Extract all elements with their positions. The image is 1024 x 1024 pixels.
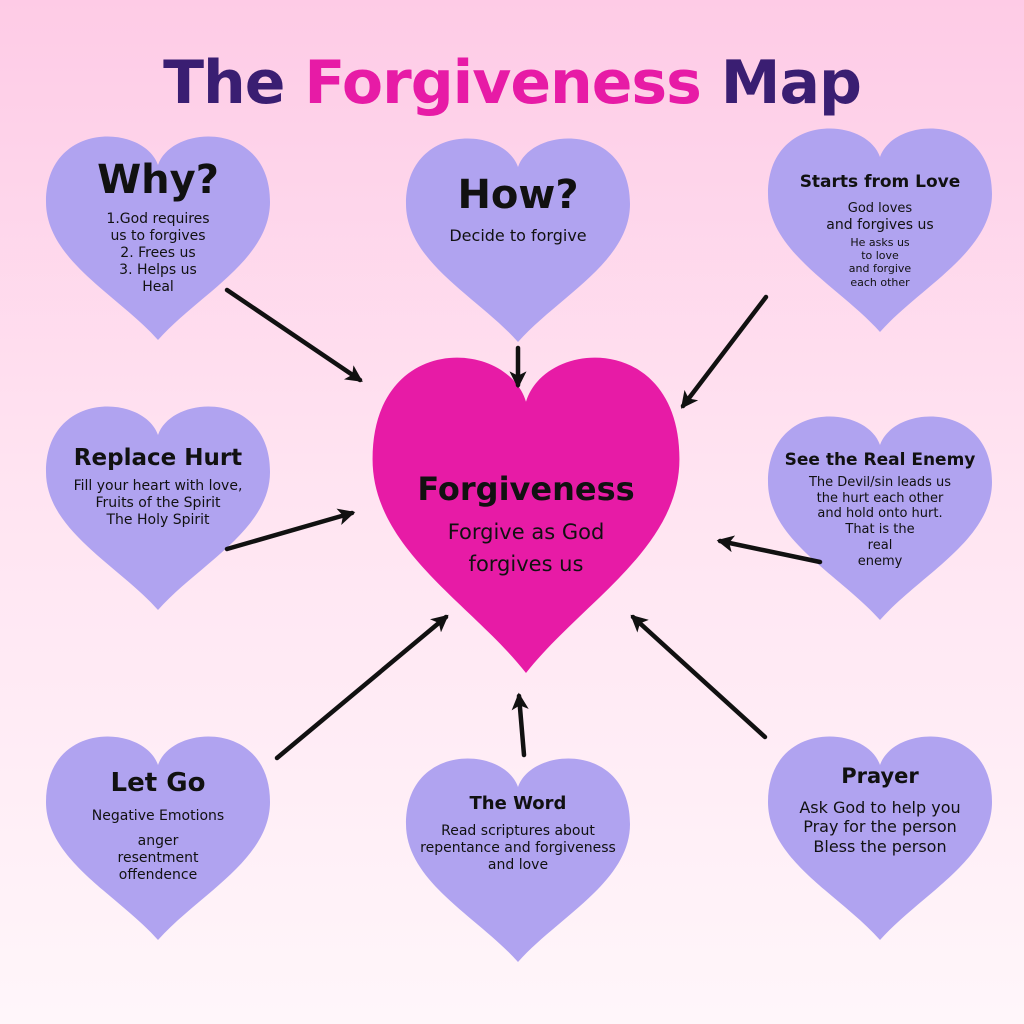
letgo-line-4: offendence [118,866,198,883]
why-line-4: 3. Helps us [119,262,197,279]
enemy-label: See the Real Enemy The Devil/sin leads u… [770,450,990,570]
replace-label: Replace Hurt Fill your heart with love, … [48,444,268,529]
arrow-love [680,294,769,409]
enemy-line-5: real [867,538,893,554]
prayer-title: Prayer [841,764,919,788]
how-label: How? Decide to forgive [418,171,618,245]
word-line-2: repentance and forgiveness [420,840,616,857]
enemy-line-3: and hold onto hurt. [817,506,943,522]
enemy-line-6: enemy [857,554,903,570]
enemy-title: See the Real Enemy [784,450,976,470]
love-line-2: and forgives us [826,216,934,233]
replace-line-1: Fill your heart with love, [73,478,243,495]
center-line-1: Forgive as God [447,520,605,545]
love-line-5: and forgive [848,262,912,276]
arrow-letgo [274,614,449,761]
replace-title: Replace Hurt [73,445,243,471]
love-line-3: He asks us [850,235,910,249]
replace-line-3: The Holy Spirit [106,512,210,529]
love-title: Starts from Love [799,172,961,192]
prayer-line-2: Pray for the person [803,817,957,837]
page-title: The Forgiveness Map [163,48,862,118]
why-line-2: us to forgives [110,227,206,244]
arrow-word [511,692,529,758]
arrow-prayer [630,614,768,740]
prayer-line-3: Bless the person [813,836,947,856]
word-line-1: Read scriptures about [441,822,595,839]
word-line-3: and love [487,857,549,874]
letgo-title: Let Go [110,768,206,798]
replace-line-2: Fruits of the Spirit [95,495,221,512]
center-line-2: forgives us [468,551,584,576]
how-title: How? [457,172,579,218]
letgo-line-1: Negative Emotions [91,807,225,824]
love-line-4: to love [861,249,899,263]
love-label: Starts from Love God loves and forgives … [770,172,990,289]
why-title: Why? [97,157,219,203]
enemy-line-4: That is the [845,522,915,538]
why-line-1: 1.God requires [106,210,210,227]
center-title: Forgiveness [417,470,635,508]
letgo-line-2: anger [137,832,179,849]
word-label: The Word Read scriptures about repentanc… [403,793,633,874]
why-line-3: 2. Frees us [120,244,196,261]
prayer-label: Prayer Ask God to help you Pray for the … [770,764,990,856]
prayer-line-1: Ask God to help you [799,797,961,817]
why-label: Why? 1.God requires us to forgives 2. Fr… [58,156,258,296]
arrow-replace [224,508,356,552]
love-line-6: each other [850,275,910,289]
letgo-line-3: resentment [117,849,199,866]
center-label: Forgiveness Forgive as God forgives us [386,470,666,580]
word-title: The Word [469,793,567,814]
enemy-line-2: the hurt each other [816,490,944,506]
arrow-enemy [716,535,823,565]
letgo-label: Let Go Negative Emotions anger resentmen… [48,768,268,884]
love-line-1: God loves [847,200,913,216]
why-line-5: Heal [142,279,174,296]
how-line-1: Decide to forgive [449,225,587,245]
arrow-why [224,287,363,383]
enemy-line-1: The Devil/sin leads us [808,474,952,490]
